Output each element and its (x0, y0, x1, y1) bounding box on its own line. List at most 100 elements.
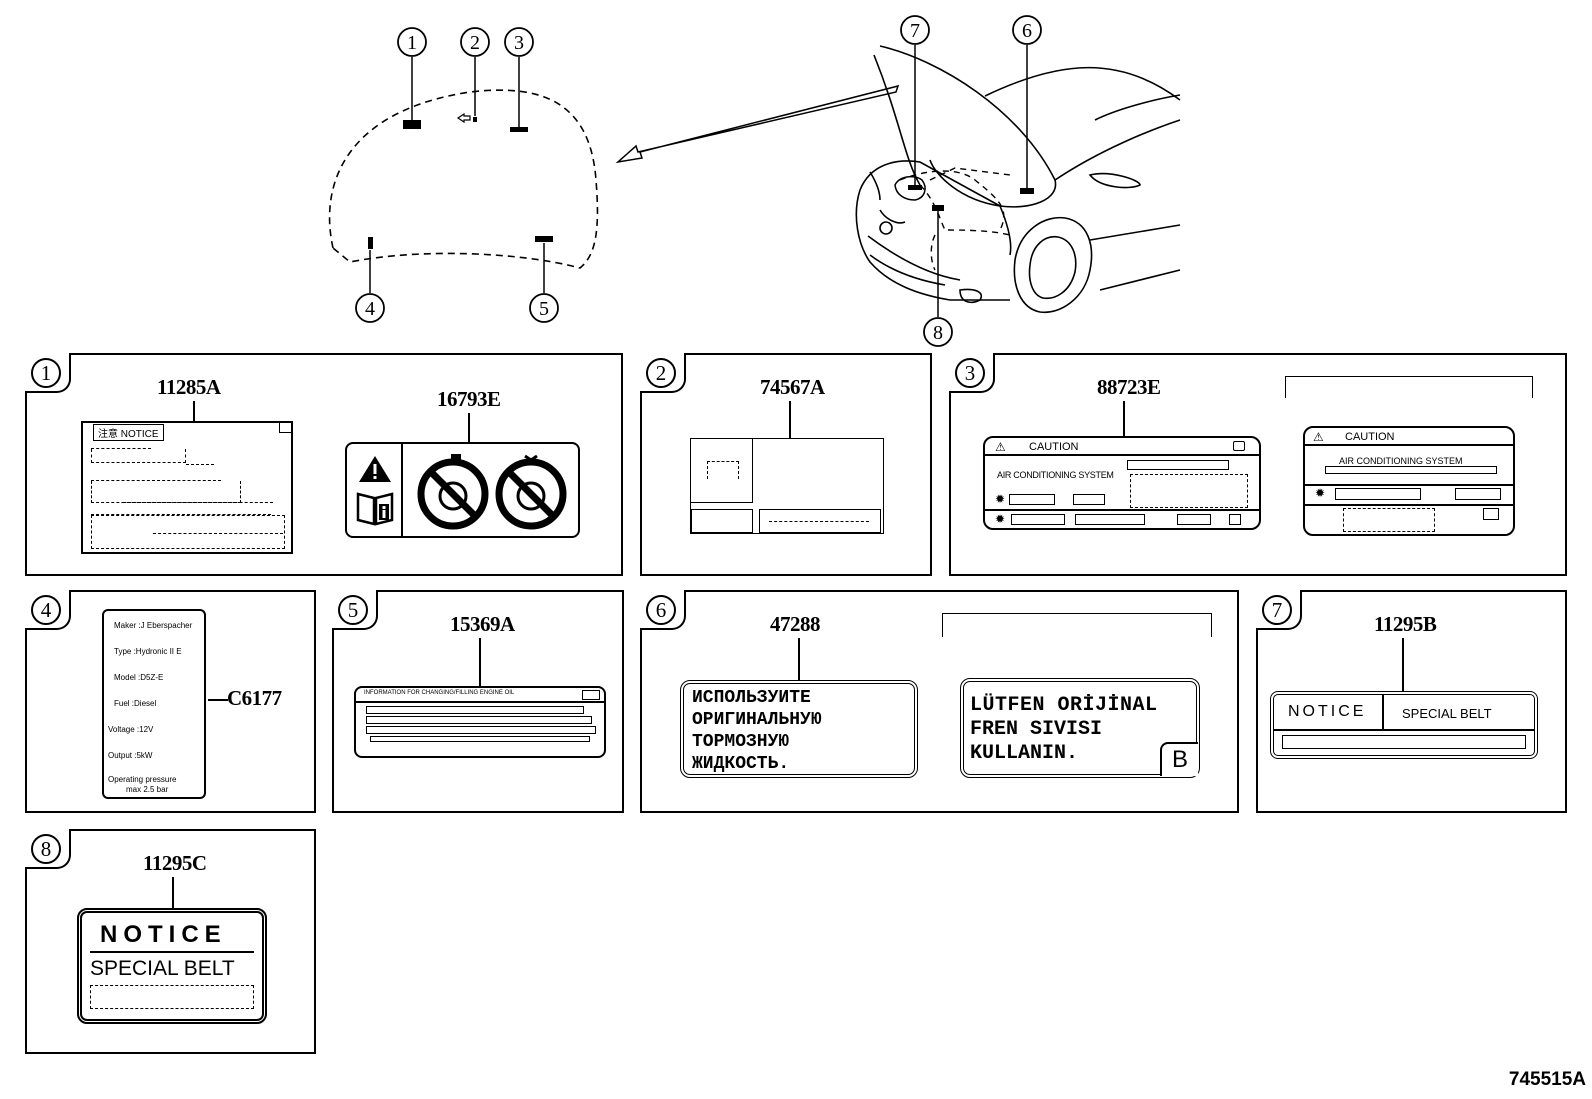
label-88723E-a: ⚠ CAUTION AIR CONDITIONING SYSTEM ✹ ✹ (983, 436, 1261, 530)
label-line: Output :5kW (108, 751, 153, 760)
notice-text: NOTICE (100, 921, 227, 948)
reservoir (894, 175, 926, 201)
part-number-C6177: C6177 (227, 686, 282, 710)
callout-5: 5 (539, 298, 549, 320)
label-heading: 注意 NOTICE (93, 424, 164, 441)
part-number-11295C: 11295C (143, 851, 207, 875)
label-line: max 2.5 bar (126, 785, 169, 794)
russian-line: ЖИДКОСТЬ. (692, 754, 790, 774)
panel-7: 7 11295B NOTICE SPECIAL BELT (1256, 590, 1567, 813)
hood-marker-3 (510, 127, 528, 132)
variant-badge: B (1160, 742, 1198, 776)
hood-arrow-2 (456, 112, 471, 124)
callout-1: 1 (407, 32, 417, 54)
turkish-line: FREN SIVISI (970, 718, 1103, 741)
panel-5: 5 15369A INFORMATION FOR CHANGING/FILLIN… (332, 590, 624, 813)
bracket (942, 613, 1212, 637)
label-11295C: NOTICE SPECIAL BELT (77, 908, 267, 1024)
panel-tab: 1 (25, 353, 71, 393)
callout-2: 2 (470, 32, 480, 54)
no-touch-fan-icons (417, 454, 567, 530)
system-line: AIR CONDITIONING SYSTEM (997, 470, 1114, 480)
part-number-74567A: 74567A (760, 375, 825, 399)
caution-heading: CAUTION (1029, 441, 1079, 453)
panel-2: 2 74567A (640, 353, 932, 576)
panel-number: 5 (338, 595, 368, 625)
label-line: Maker :J Eberspacher (114, 621, 193, 630)
label-line: Fuel :Diesel (114, 699, 157, 708)
panel-number: 4 (31, 595, 61, 625)
panel-tab: 8 (25, 829, 71, 869)
hood-callouts: 1 2 3 4 5 (355, 27, 559, 323)
part-number-88723E: 88723E (1097, 375, 1161, 399)
russian-line: ОРИГИНАЛЬНУЮ (692, 710, 822, 730)
label-line: Voltage :12V (108, 725, 154, 734)
part-number-11285A: 11285A (157, 375, 221, 399)
car-callouts: 6 7 8 (900, 15, 1042, 347)
car-marker-8 (932, 205, 944, 211)
hood-marker-2 (473, 117, 477, 122)
car-marker-7 (908, 185, 922, 190)
car-marker-6 (1020, 188, 1034, 194)
label-74567A (690, 438, 884, 534)
panel-tab: 6 (640, 590, 686, 630)
label-47288-russian: ИСПОЛЬЗУИТЕ ОРИГИНАЛЬНУЮ ТОРМОЗНУЮ ЖИДКО… (680, 680, 918, 778)
panel-6: 6 47288 ИСПОЛЬЗУИТЕ ОРИГИНАЛЬНУЮ ТОРМОЗН… (640, 590, 1239, 813)
part-number-47288: 47288 (770, 612, 821, 636)
label-16793E (345, 442, 580, 538)
russian-line: ТОРМОЗНУЮ (692, 732, 790, 752)
label-47288-turkish: LÜTFEN ORİJİNAL FREN SIVISI KULLANIN. B (960, 678, 1200, 778)
label-C6177: Maker :J Eberspacher Type :Hydronic II E… (102, 609, 206, 799)
panel-8: 8 11295C NOTICE SPECIAL BELT (25, 829, 316, 1054)
panel-1: 1 11285A 注意 NOTICE 16793E (25, 353, 623, 576)
label-88723E-b: ⚠ CAUTION AIR CONDITIONING SYSTEM ✹ (1303, 426, 1515, 536)
panel-tab: 3 (949, 353, 995, 393)
panel-number: 3 (955, 358, 985, 388)
label-text: INFORMATION FOR CHANGING/FILLING ENGINE … (364, 690, 515, 696)
notice-text: NOTICE (1288, 703, 1367, 720)
panel-3: 3 88723E ⚠ CAUTION AIR CONDITIONING SYST… (949, 353, 1567, 576)
panel-4: 4 Maker :J Eberspacher Type :Hydronic II… (25, 590, 316, 813)
russian-line: ИСПОЛЬЗУИТЕ (692, 688, 811, 708)
caution-heading: CAUTION (1345, 431, 1395, 443)
label-line: Type :Hydronic II E (114, 647, 182, 656)
panel-number: 1 (31, 358, 61, 388)
engine-bay-dashed (899, 167, 1011, 271)
overview-illustration: 1 2 3 4 5 (328, 15, 1181, 347)
panel-number: 7 (1262, 595, 1292, 625)
warning-book-icon (356, 456, 394, 526)
hood-marker-4 (368, 237, 373, 249)
callout-3: 3 (514, 32, 524, 54)
part-number-11295B: 11295B (1374, 612, 1437, 636)
label-11295B: NOTICE SPECIAL BELT (1270, 691, 1538, 759)
bracket (1285, 376, 1533, 398)
hood-outline (328, 89, 599, 269)
panel-number: 2 (646, 358, 676, 388)
panel-number: 6 (646, 595, 676, 625)
part-number-15369A: 15369A (450, 612, 515, 636)
label-line: Operating pressure (108, 775, 177, 784)
panel-tab: 5 (332, 590, 378, 630)
label-11285A: 注意 NOTICE (81, 421, 293, 554)
panel-tab: 7 (1256, 590, 1302, 630)
callout-6: 6 (1022, 20, 1032, 42)
part-number-16793E: 16793E (437, 387, 501, 411)
callout-8: 8 (933, 322, 943, 344)
panel-tab: 2 (640, 353, 686, 393)
panel-tab: 4 (25, 590, 71, 630)
car-illustration (855, 45, 1181, 314)
turkish-line: LÜTFEN ORİJİNAL (970, 694, 1158, 717)
pointer-arrow (615, 84, 900, 164)
hood-marker-5 (535, 236, 553, 242)
hood-marker-1 (403, 120, 421, 129)
special-belt-text: SPECIAL BELT (1402, 706, 1492, 721)
special-belt-text: SPECIAL BELT (90, 957, 235, 980)
diagram-code: 745515A (1508, 1069, 1586, 1090)
label-15369A: INFORMATION FOR CHANGING/FILLING ENGINE … (354, 686, 606, 758)
label-line: Model :D5Z-E (114, 673, 164, 682)
system-line: AIR CONDITIONING SYSTEM (1339, 456, 1463, 466)
callout-7: 7 (910, 20, 920, 42)
callout-4: 4 (365, 298, 375, 320)
panel-number: 8 (31, 834, 61, 864)
turkish-line: KULLANIN. (970, 742, 1079, 765)
